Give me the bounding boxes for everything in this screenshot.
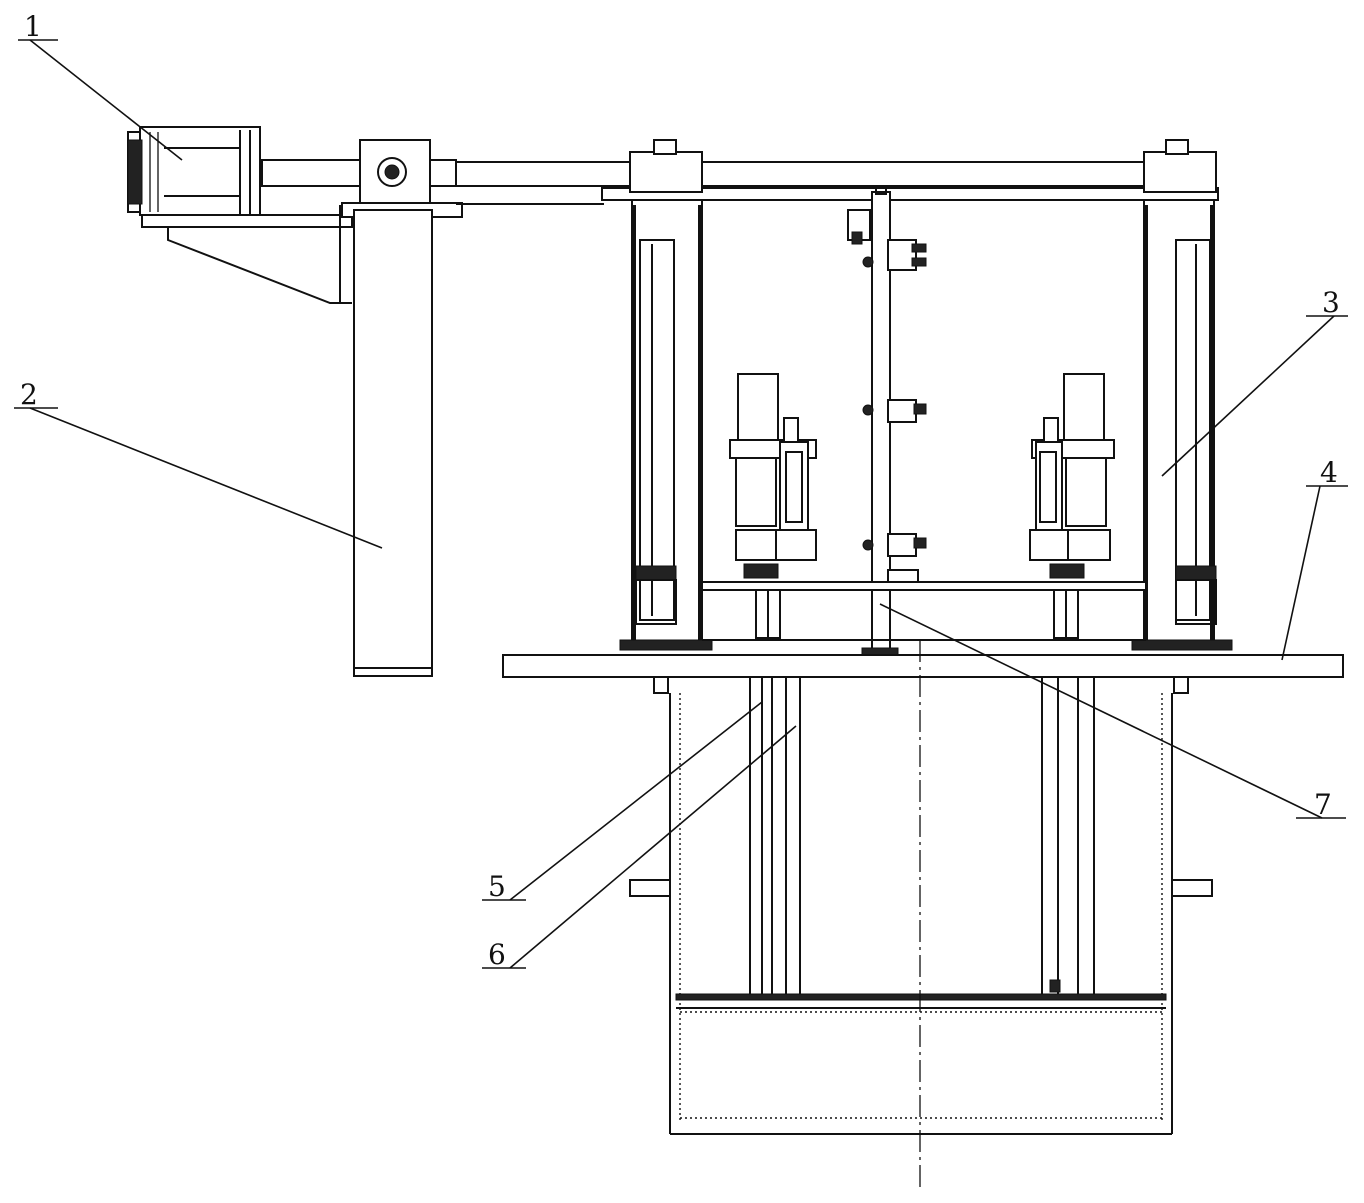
housing-column xyxy=(353,209,433,677)
callout-1: 1 xyxy=(24,10,42,43)
drive-shaft xyxy=(261,139,1217,207)
left-upright xyxy=(619,139,713,651)
lower-tank xyxy=(629,676,1213,1135)
callout-2: 2 xyxy=(20,378,38,411)
right-cylinder xyxy=(1029,373,1115,639)
callout-6: 6 xyxy=(488,938,506,971)
callout-4: 4 xyxy=(1320,456,1338,489)
top-beam xyxy=(456,187,1219,205)
motor xyxy=(127,126,261,216)
callout-5: 5 xyxy=(488,870,506,903)
callout-7: 7 xyxy=(1314,788,1332,821)
cross-bar xyxy=(701,581,1147,641)
leader-lines xyxy=(14,39,1348,969)
callout-3: 3 xyxy=(1322,286,1340,319)
base-plate xyxy=(502,654,1344,678)
right-upright xyxy=(1131,139,1233,651)
left-cylinder xyxy=(729,373,817,639)
guide-rods xyxy=(749,677,1095,994)
callout-labels: 1 2 3 4 5 6 7 xyxy=(20,10,1340,971)
